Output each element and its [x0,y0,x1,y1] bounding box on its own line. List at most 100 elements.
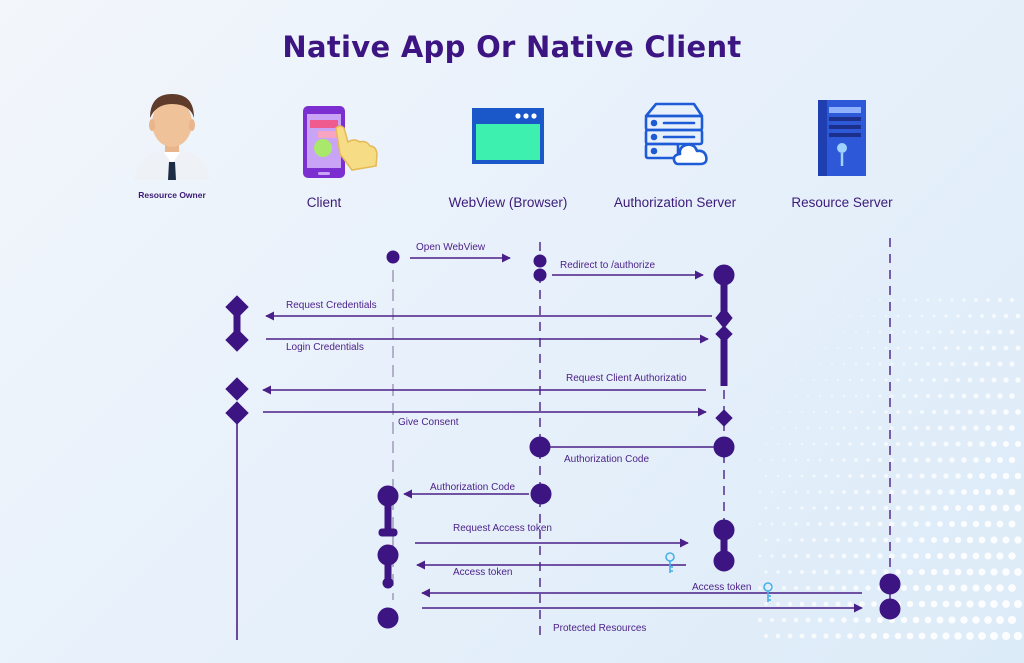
decor-dot [841,617,847,623]
decor-dot [962,298,966,302]
decor-dot [865,617,871,623]
decor-dot [854,362,858,366]
decor-dot [799,601,805,607]
decor-dot [919,537,925,543]
decor-dot [997,393,1003,399]
decor-dot [907,505,913,511]
decor-dot [926,362,930,366]
decor-dot [806,554,810,558]
decor-dot [931,441,937,447]
decor-dot [813,347,815,349]
msg-open-webview: Open WebView [416,242,486,253]
decor-dot [854,458,858,462]
decor-dot [895,441,901,447]
decor-dot [913,457,919,463]
decor-dot [853,521,859,527]
decor-dot [997,297,1003,303]
decor-dot [764,474,768,478]
decor-dot [938,362,942,366]
decor-dot [776,506,780,510]
decor-dot [807,299,809,301]
decor-dot [800,474,804,478]
decor-dot [936,616,944,624]
decor-dot [794,458,798,462]
decor-dot [831,331,833,333]
decor-dot [973,425,979,431]
decor-dot [925,521,931,527]
decor-dot [823,601,829,607]
decor-dot [847,505,853,511]
decor-dot [913,553,919,559]
decor-dot [813,379,815,381]
decor-dot [942,568,950,576]
decor-dot [884,410,888,414]
decor-dot [823,633,829,639]
decor-dot [824,410,828,414]
decor-dot [817,585,823,591]
decor-dot [818,490,822,494]
decor-dot [818,426,822,430]
decor-dot [818,458,822,462]
decor-dot [805,585,811,591]
decor-dot [781,617,787,623]
key-icon [665,552,675,573]
decor-dot [860,346,864,350]
decor-dot [795,363,797,365]
decor-dot [978,504,986,512]
decor-dot [859,537,865,543]
decor-dot [842,394,846,398]
actor-label-resource-server: Resource Server [791,195,893,210]
decor-dot [764,506,768,510]
decor-dot [782,458,786,462]
decor-dot [913,489,919,495]
decor-dot [955,505,961,511]
decor-dot [824,378,828,382]
decor-dot [1003,409,1009,415]
decor-dot [811,601,817,607]
decor-dot [783,395,785,397]
msg-access-token-1: Access token [453,567,512,578]
decor-dot [1008,520,1016,528]
decor-dot [996,488,1004,496]
decor-dot [978,568,986,576]
decor-dot [972,520,980,528]
decor-dot [860,474,864,478]
decor-dot [961,489,967,495]
decor-dot [866,426,870,430]
decor-dot [883,537,889,543]
decor-dot [836,474,840,478]
decor-dot [902,330,906,334]
decor-dot [865,553,871,559]
person-icon [134,94,210,180]
decor-dot [847,537,853,543]
decor-dot [960,520,968,528]
decor-dot [782,490,786,494]
decor-dot [764,538,768,542]
decor-dot [866,362,870,366]
decor-dot [872,410,876,414]
decor-dot [789,379,791,381]
decor-dot [925,457,931,463]
decor-dot [919,505,925,511]
decor-dot [824,474,828,478]
decor-dot [979,409,985,415]
decor-dot [806,490,810,494]
decor-dot [1015,313,1021,319]
decor-dot [801,315,803,317]
decor-dot [889,553,895,559]
activation-nodes [225,250,901,629]
decor-dot [771,331,773,333]
decor-dot [843,299,845,301]
decor-dot [783,299,785,301]
decor-dot [867,299,869,301]
decor-dot [991,441,997,447]
decor-dot [980,314,984,318]
decor-dot [829,585,835,591]
decor-dot [1014,504,1022,512]
decor-dot [884,442,888,446]
decor-dot [819,331,821,333]
decor-dot [843,331,845,333]
decor-dot [1014,472,1022,480]
decor-dot [990,472,998,480]
decor-dot [758,586,762,590]
